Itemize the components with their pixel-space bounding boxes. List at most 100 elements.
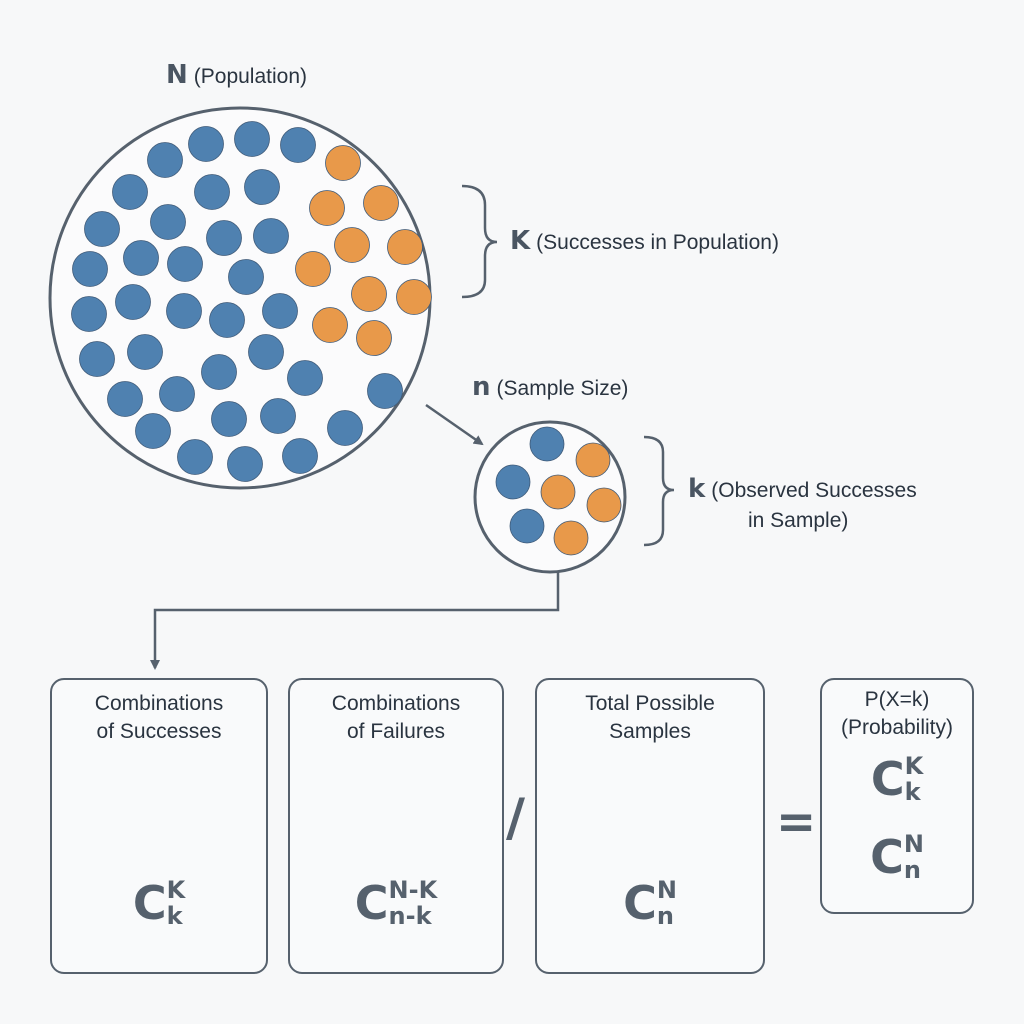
panel-failures-title: Combinations of Failures	[290, 690, 502, 746]
population-failure-dot	[167, 246, 203, 282]
population-success-dot	[387, 229, 423, 265]
panel-probability-title: P(X=k) (Probability)	[822, 686, 972, 742]
population-failure-dot	[188, 126, 224, 162]
population-failure-dot	[159, 376, 195, 412]
panel-total-title-line1: Total Possible	[585, 692, 715, 715]
sample-failure-dot	[509, 508, 545, 544]
population-failure-dot	[127, 334, 163, 370]
observed-symbol: k	[688, 474, 706, 504]
population-success-dot	[363, 185, 399, 221]
connector-arrow	[150, 572, 560, 670]
population-symbol: N	[166, 60, 188, 90]
sample-success-dot	[575, 442, 611, 478]
successes-bracket	[461, 184, 498, 299]
population-success-dot	[396, 279, 432, 315]
population-success-dot	[325, 145, 361, 181]
population-success-dot	[334, 227, 370, 263]
sample-success-dot	[586, 487, 622, 523]
population-success-dot	[351, 276, 387, 312]
population-failure-dot	[260, 398, 296, 434]
population-failure-dot	[71, 296, 107, 332]
sample-dots	[495, 426, 622, 556]
population-failure-dot	[234, 121, 270, 157]
sample-text: (Sample Size)	[496, 377, 629, 400]
population-failure-dot	[194, 174, 230, 210]
panel-failures-title-line2: of Failures	[346, 720, 446, 743]
observed-label: k(Observed Successes in Sample)	[688, 474, 917, 536]
population-failure-dot	[253, 218, 289, 254]
panel-total-title-line2: Samples	[609, 720, 691, 743]
population-failure-dot	[262, 293, 298, 329]
population-failure-dot	[84, 211, 120, 247]
successes-text: (Successes in Population)	[536, 231, 779, 254]
observed-text-line2: in Sample)	[748, 509, 849, 532]
population-failure-dot	[211, 401, 247, 437]
population-label: N(Population)	[166, 60, 307, 90]
observed-text-line1: (Observed Successes	[711, 479, 917, 502]
panel-successes-title-line1: Combinations	[94, 692, 224, 715]
formula-sup: N	[656, 876, 677, 904]
formula-sub: k	[166, 902, 183, 930]
formula-base: C	[132, 876, 167, 930]
successes-symbol: K	[510, 226, 531, 256]
population-failure-dot	[282, 438, 318, 474]
sample-success-dot	[553, 520, 589, 556]
sample-failure-dot	[529, 426, 565, 462]
formula-sub: k	[904, 778, 921, 806]
sample-size-label: n(Sample Size)	[472, 372, 628, 402]
population-failure-dot	[280, 127, 316, 163]
formula-base: C	[623, 876, 657, 930]
population-failure-dot	[72, 251, 108, 287]
formula-sub: n	[656, 902, 674, 930]
formula-sub: n	[903, 856, 921, 884]
population-success-dot	[312, 307, 348, 343]
formula-sub: n-k	[388, 902, 432, 930]
population-failure-dot	[209, 302, 245, 338]
panel-failures-title-line1: Combinations	[331, 692, 461, 715]
formula-sup: K	[166, 876, 186, 904]
population-failure-dot	[367, 373, 403, 409]
population-failure-dot	[206, 220, 242, 256]
divide-operator: /	[506, 788, 525, 848]
formula-sup: N-K	[388, 876, 438, 904]
population-failure-dot	[327, 410, 363, 446]
population-failure-dot	[244, 169, 280, 205]
sample-arrow	[425, 403, 484, 446]
population-failure-dot	[248, 334, 284, 370]
population-success-dot	[356, 320, 392, 356]
sample-symbol: n	[472, 372, 491, 402]
population-success-dot	[295, 251, 331, 287]
sample-success-dot	[540, 474, 576, 510]
population-failure-dot	[135, 413, 171, 449]
population-success-dot	[309, 190, 345, 226]
population-failure-dot	[228, 259, 264, 295]
population-failure-dot	[112, 174, 148, 210]
probability-title-line1: P(X=k)	[864, 688, 930, 711]
population-failure-dot	[287, 360, 323, 396]
population-failure-dot	[147, 142, 183, 178]
probability-title-line2: (Probability)	[840, 716, 954, 739]
population-failure-dot	[177, 439, 213, 475]
formula-sup: N	[903, 830, 924, 858]
population-failure-dot	[107, 381, 143, 417]
population-dots	[71, 121, 432, 482]
population-failure-dot	[79, 341, 115, 377]
population-failure-dot	[150, 204, 186, 240]
formula-base: C	[870, 830, 904, 884]
population-failure-dot	[115, 284, 151, 320]
formula-base: C	[870, 752, 905, 806]
successes-label: K(Successes in Population)	[510, 226, 779, 256]
population-failure-dot	[123, 240, 159, 276]
formula-sup: K	[904, 752, 924, 780]
